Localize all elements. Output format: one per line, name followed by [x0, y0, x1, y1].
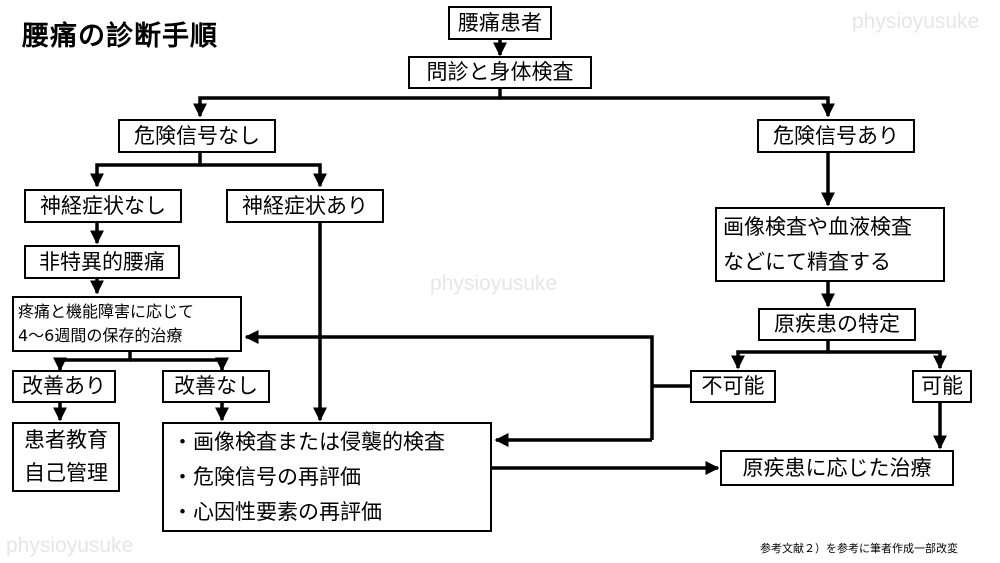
node-lumbago-patient: 腰痛患者 [448, 6, 552, 40]
branch-no-danger-right [200, 163, 327, 188]
node-neuro: 神経症状あり [226, 189, 384, 223]
node-not-improved: 改善なし [162, 370, 270, 403]
watermark-center: physioyusuke [430, 272, 558, 295]
node-nonspecific: 非特異的腰痛 [24, 245, 180, 279]
citation-note: 参考文献２）を参考に筆者作成一部改変 [760, 542, 958, 555]
branch-exam [193, 88, 502, 118]
workup-line-3: ・心因性要素の再評価 [172, 499, 382, 524]
conservative-line-1: 疼痛と機能障害に応じて [18, 302, 195, 321]
node-detailed-exam: 画像検査や血液検査 などにて精査する [715, 207, 945, 282]
node-conservative: 疼痛と機能障害に応じて 4〜6週間の保存的治療 [12, 296, 242, 352]
arrow-impossible-to-conservative [244, 330, 654, 440]
branch-conservative-right [130, 357, 229, 372]
watermark-top-right: physioyusuke [852, 10, 980, 33]
branch-conservative-left [53, 350, 132, 372]
conservative-line-2: 4〜6週間の保存的治療 [18, 326, 183, 345]
watermark-bottom-left: physioyusuke [6, 534, 134, 557]
branch-exam-right [500, 96, 835, 118]
workup-line-1: ・画像検査または侵襲的検査 [172, 429, 445, 454]
node-impossible: 不可能 [690, 370, 776, 403]
branch-identify-right [828, 350, 947, 370]
node-danger: 危険信号あり [757, 119, 915, 153]
node-no-danger: 危険信号なし [118, 119, 276, 153]
node-education: 患者教育 自己管理 [12, 422, 120, 492]
node-identify-cause: 原疾患の特定 [758, 308, 916, 341]
node-improved: 改善あり [12, 370, 116, 403]
node-possible: 可能 [912, 370, 972, 403]
node-treat-cause: 原疾患に応じた治療 [720, 450, 954, 486]
node-no-neuro: 神経症状なし [24, 189, 182, 223]
workup-line-2: ・危険信号の再評価 [172, 464, 361, 489]
education-line-2: 自己管理 [24, 461, 108, 485]
education-line-1: 患者教育 [24, 428, 108, 452]
node-interview-exam: 問診と身体検査 [408, 56, 592, 89]
detailed-line-1: 画像検査や血液検査 [723, 214, 912, 239]
detailed-line-2: などにて精査する [723, 249, 891, 274]
branch-no-danger-left [90, 152, 202, 188]
diagram-title: 腰痛の診断手順 [22, 21, 218, 52]
branch-identify-left [731, 340, 830, 370]
node-workup: ・画像検査または侵襲的検査 ・危険信号の再評価 ・心因性要素の再評価 [162, 422, 492, 532]
